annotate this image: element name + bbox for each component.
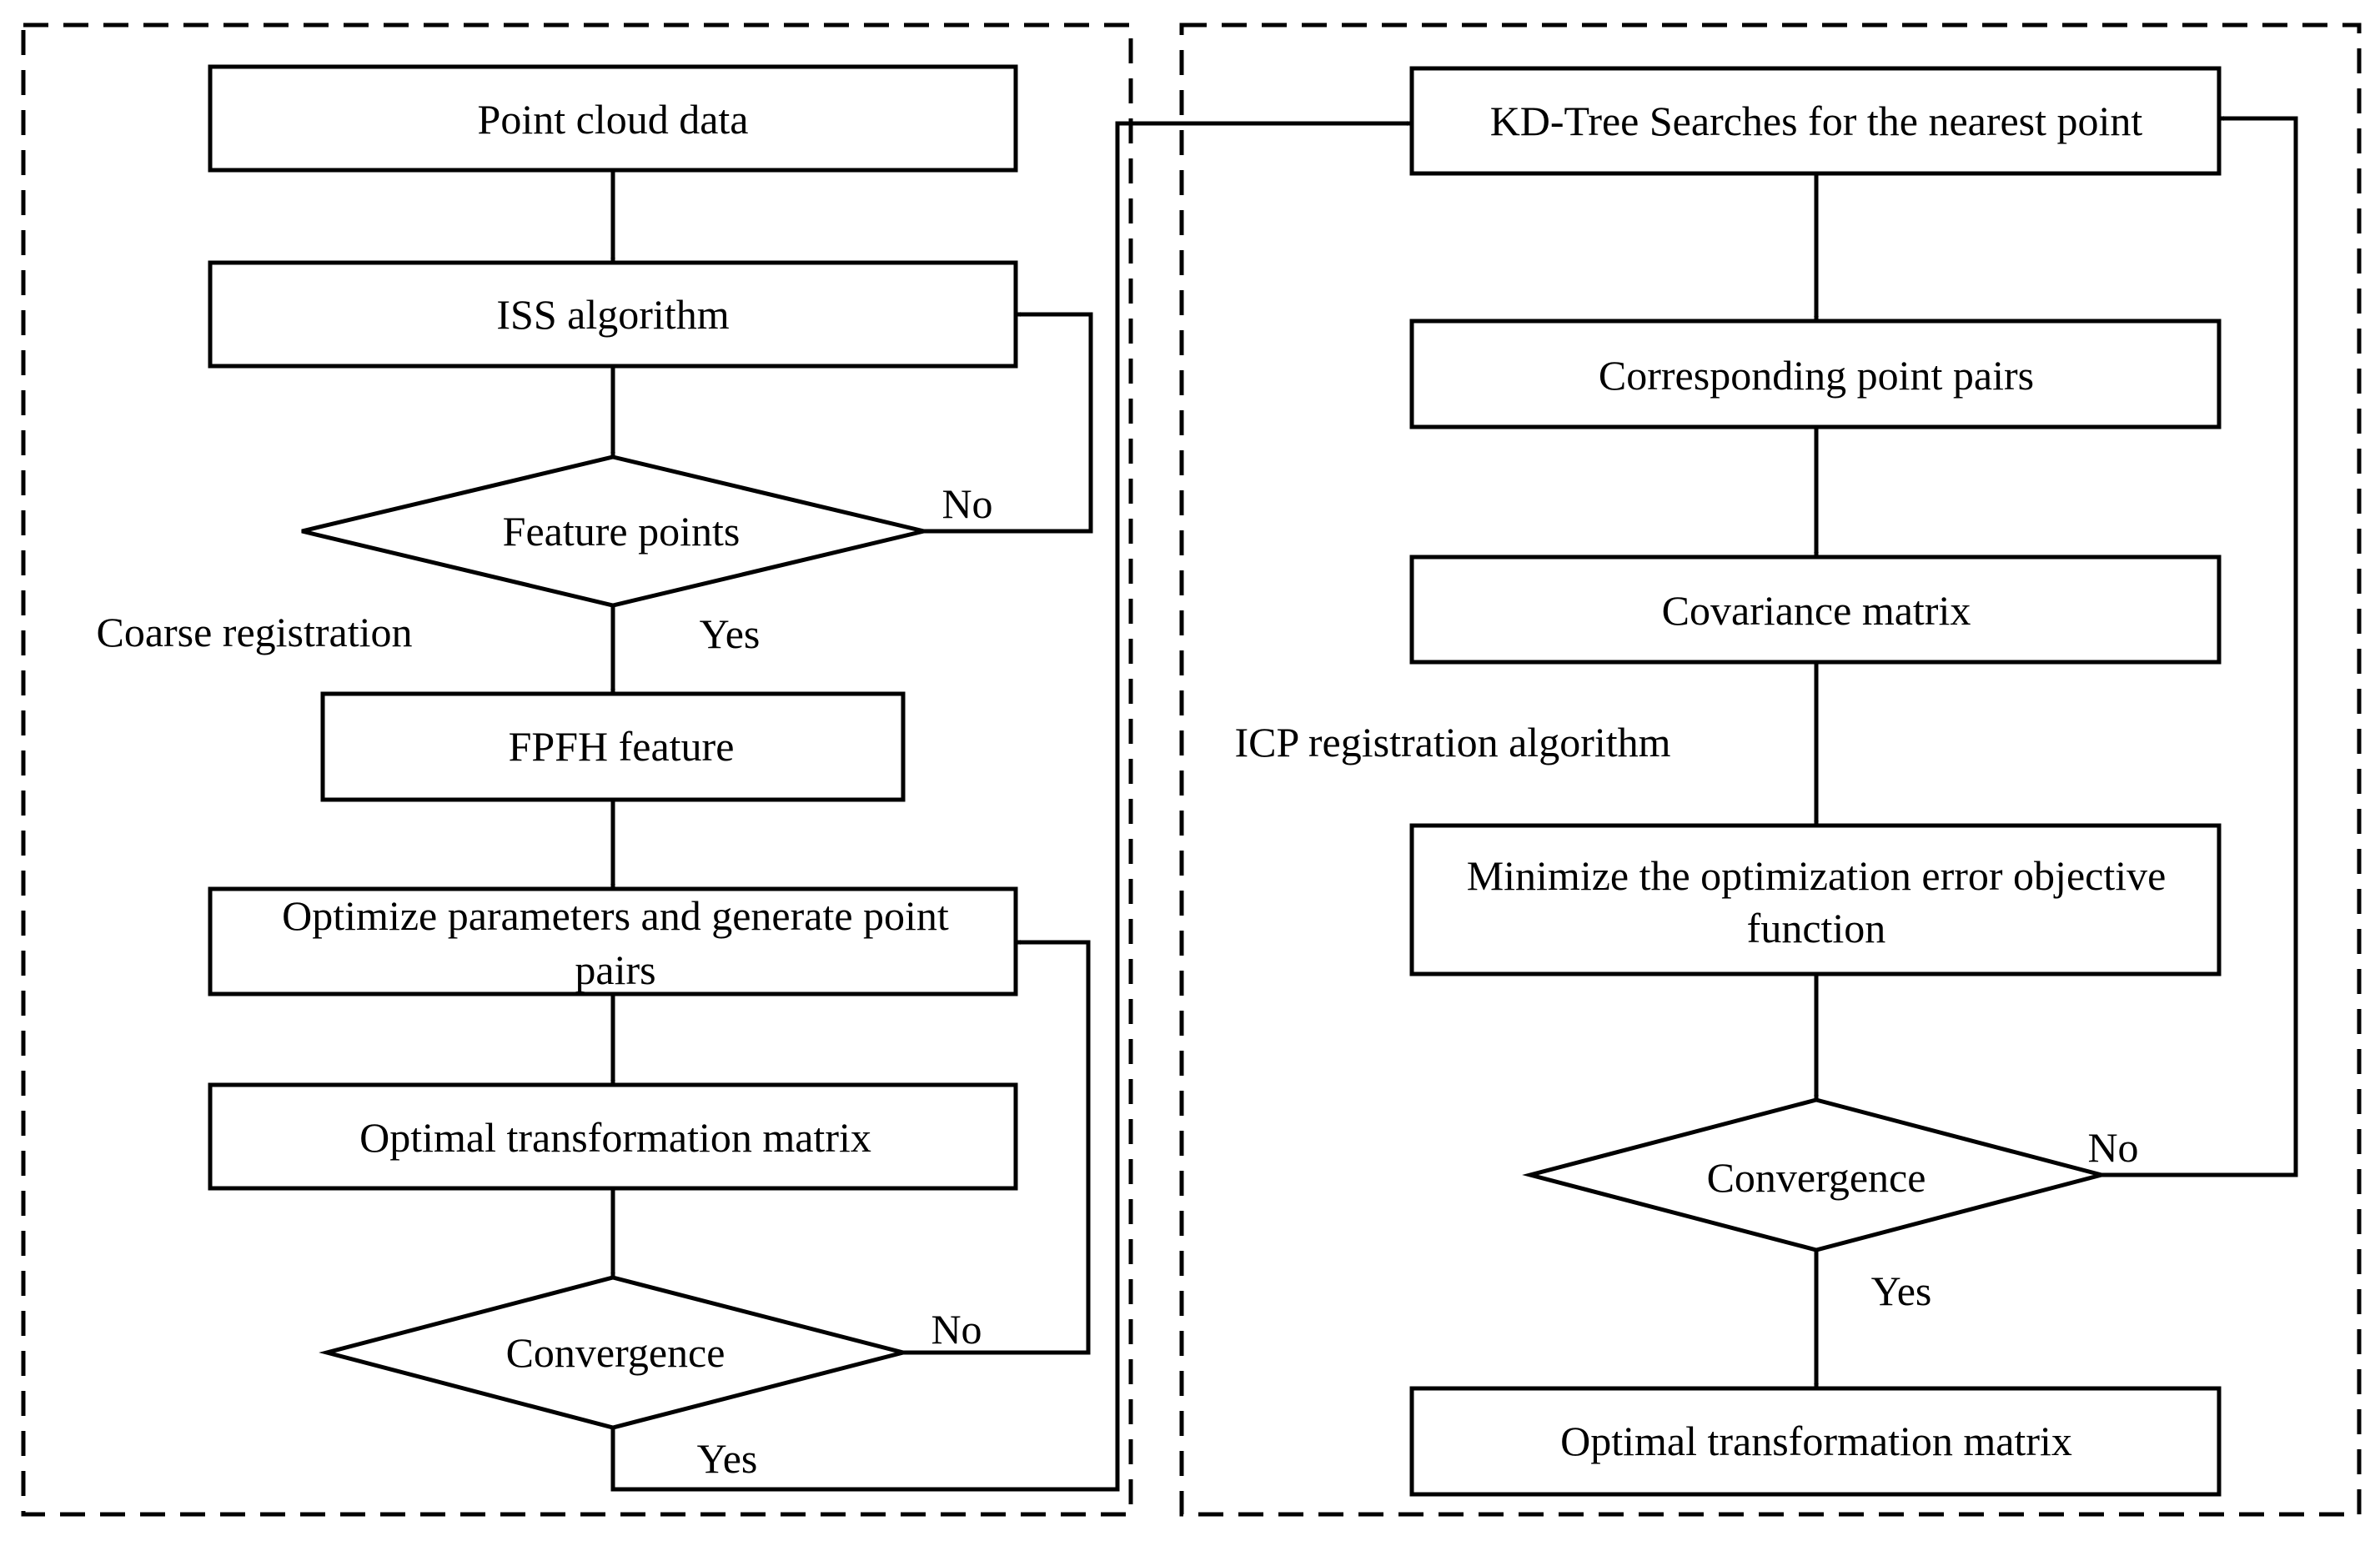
iss-algorithm-label: ISS algorithm — [496, 291, 729, 338]
iss-algorithm-box — [208, 260, 1018, 369]
icp-section-label: ICP registration algorithm — [1234, 719, 1670, 765]
feature-no-label: No — [941, 480, 992, 527]
optimize-parameters-label-line1: Optimize parameters and generate point — [282, 892, 949, 939]
kdtree-search-box — [1409, 66, 2222, 176]
feature-yes-label: Yes — [700, 610, 761, 657]
edge-coarse-convergence-no-loop — [903, 940, 1091, 1355]
minimize-error-label-line1: Minimize the optimization error objectiv… — [1467, 852, 2167, 899]
edge-coarse-yes-to-kdtree — [610, 121, 1413, 1492]
covariance-matrix-label: Covariance matrix — [1662, 587, 1971, 634]
optimize-parameters-label-line2: pairs — [575, 946, 655, 993]
fpfh-feature-box — [320, 691, 906, 802]
coarse-convergence-no-label: No — [931, 1306, 982, 1353]
coarse-convergence-yes-label: Yes — [697, 1435, 758, 1482]
edge-feature-no-loop — [924, 312, 1093, 534]
icp-convergence-no-label: No — [2087, 1124, 2138, 1171]
fpfh-feature-label: FPFH feature — [509, 723, 735, 770]
kdtree-search-label: KD-Tree Searches for the nearest point — [1490, 98, 2143, 144]
coarse-optimal-matrix-label: Optimal transformation matrix — [359, 1114, 871, 1161]
feature-points-label: Feature points — [503, 508, 741, 555]
icp-registration-panel — [1179, 23, 2362, 1517]
covariance-matrix-box — [1409, 555, 2222, 665]
icp-convergence-yes-label: Yes — [1871, 1267, 1932, 1314]
icp-optimal-matrix-label: Optimal transformation matrix — [1560, 1418, 2072, 1464]
minimize-error-label-line2: function — [1747, 905, 1886, 951]
corresponding-pairs-label: Corresponding point pairs — [1599, 352, 2034, 399]
point-cloud-data-box — [208, 64, 1018, 173]
edge-icp-convergence-no-loop — [2101, 116, 2298, 1177]
coarse-convergence-label: Convergence — [506, 1329, 726, 1376]
point-cloud-data-label: Point cloud data — [478, 96, 749, 143]
minimize-error-box — [1409, 823, 2222, 976]
coarse-registration-section-label: Coarse registration — [96, 609, 412, 655]
icp-convergence-label: Convergence — [1707, 1154, 1926, 1201]
icp-optimal-matrix-box — [1409, 1386, 2222, 1497]
coarse-registration-panel — [21, 23, 1133, 1517]
